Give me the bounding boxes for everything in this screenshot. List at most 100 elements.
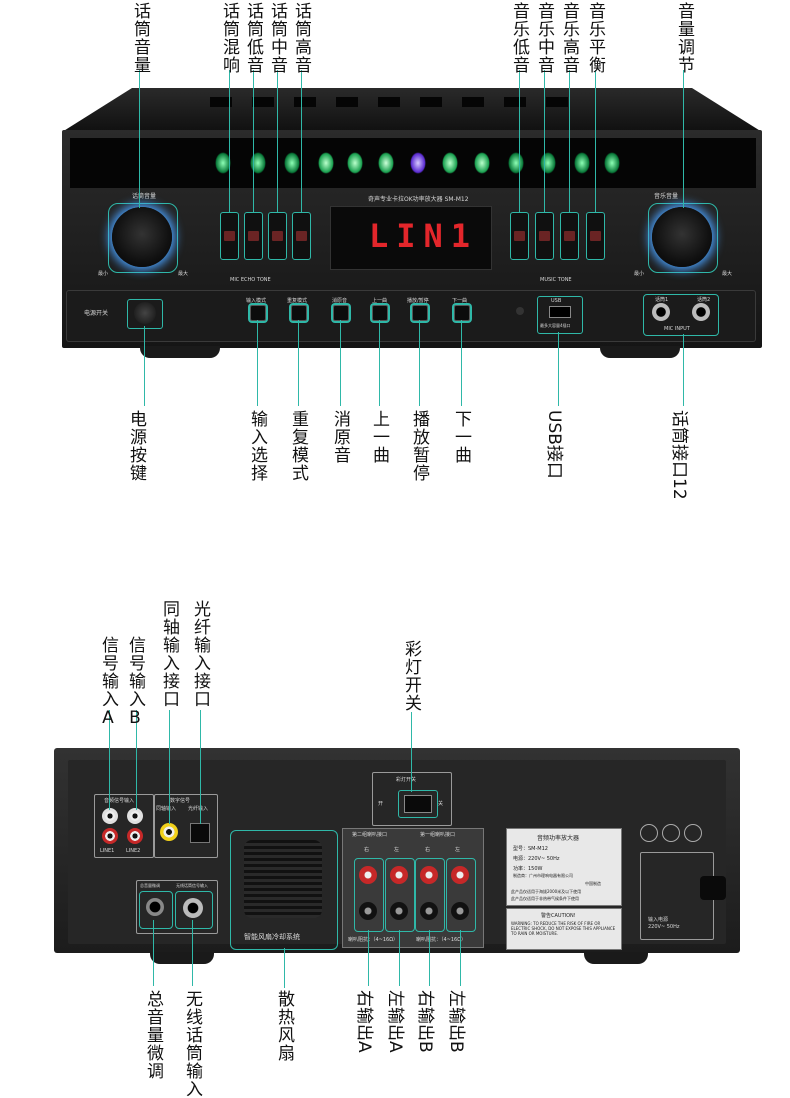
label-left-out-a: 左输出A — [385, 990, 405, 1053]
led-light — [442, 152, 458, 174]
button-caption: 输入模式 — [246, 298, 267, 304]
mic-volume-knob[interactable] — [112, 207, 172, 267]
button-caption: 下一曲 — [452, 298, 468, 304]
front-foot — [140, 346, 220, 358]
leader-line — [144, 326, 145, 406]
label-prev-track: 上一曲 — [369, 410, 389, 464]
leader-line — [595, 70, 596, 212]
leader-line — [200, 710, 201, 824]
fan-caption: 智能风扇冷却系统 — [244, 933, 300, 941]
left-text: 左 — [455, 847, 461, 853]
knob-max-text: 最大 — [178, 271, 189, 277]
leader-line — [139, 70, 140, 208]
mic-input-text: MIC INPUT — [664, 326, 690, 332]
label-mic-treble: 话筒高音 — [291, 2, 311, 74]
repeat-mode-button[interactable] — [291, 305, 307, 321]
leader-line — [340, 320, 341, 406]
line1-text: LINE1 — [100, 848, 115, 854]
nameplate-model: 型号：SM-M12 — [513, 846, 548, 852]
master-volume-trim[interactable] — [146, 898, 164, 916]
knob-min-text: 最小 — [634, 271, 645, 277]
label-usb-port: USB接口 — [544, 410, 564, 479]
wireless-mic-jack[interactable] — [183, 898, 203, 918]
label-left-out-b: 左输出B — [446, 990, 466, 1053]
mic-mid-slider[interactable] — [268, 212, 287, 260]
leader-line — [569, 70, 570, 212]
label-mic-port: 话筒接口12 — [669, 410, 689, 500]
label-light-switch: 彩灯开关 — [401, 640, 421, 712]
leader-line — [419, 320, 420, 406]
usb-mark-text: USB — [551, 298, 562, 304]
leader-line — [558, 332, 559, 406]
rca-b-left-jack[interactable] — [127, 808, 143, 824]
right-b-negative-post[interactable] — [420, 902, 438, 920]
rca-b-right-jack[interactable] — [127, 828, 143, 844]
left-b-negative-post[interactable] — [451, 902, 469, 920]
coaxial-jack[interactable] — [160, 823, 178, 841]
analog-input-group — [94, 794, 154, 858]
leader-line — [544, 70, 545, 212]
music-volume-knob[interactable] — [652, 207, 712, 267]
mic2-text: 话筒2 — [697, 297, 711, 303]
master-highlight — [139, 891, 173, 929]
leader-line — [298, 320, 299, 406]
left-a-positive-post[interactable] — [390, 866, 408, 884]
next-track-button[interactable] — [454, 305, 470, 321]
input-select-button[interactable] — [250, 305, 266, 321]
display-window: LIN1 — [330, 206, 492, 270]
mic-treble-slider[interactable] — [292, 212, 311, 260]
mic-input-highlight — [643, 294, 719, 336]
button-caption: 上一曲 — [372, 298, 388, 304]
vent-slot — [378, 97, 400, 107]
light-switch[interactable] — [404, 795, 432, 813]
right-a-negative-post[interactable] — [359, 902, 377, 920]
play-pause-button[interactable] — [412, 305, 428, 321]
music-bass-slider[interactable] — [510, 212, 529, 260]
label-master-volume: 总音量微调 — [143, 990, 163, 1080]
mic-echo-slider[interactable] — [220, 212, 239, 260]
rca-a-right-jack[interactable] — [102, 828, 118, 844]
mic2-jack[interactable] — [692, 303, 710, 321]
label-mic-volume: 话筒音量 — [130, 2, 150, 74]
terminal-highlight — [385, 858, 415, 932]
left-b-positive-post[interactable] — [451, 866, 469, 884]
power-button[interactable] — [134, 302, 156, 324]
power-cable — [700, 876, 726, 900]
leader-line — [229, 70, 230, 212]
wireless-highlight — [175, 891, 213, 929]
music-treble-slider[interactable] — [560, 212, 579, 260]
caution-text: WARNING: TO REDUCE THE RISK OF FIRE OR E… — [511, 921, 616, 936]
ir-sensor — [516, 307, 524, 315]
label-wireless-mic: 无线话筒输入 — [182, 990, 202, 1098]
control-panel — [66, 290, 756, 342]
right-text: 右 — [364, 847, 370, 853]
line2-text: LINE2 — [126, 848, 141, 854]
label-mic-mid: 话筒中音 — [267, 2, 287, 74]
nameplate-note2: 此产品仅适用于非热带气候条件下使用 — [511, 896, 579, 901]
optical-small-text: 光纤输入 — [188, 806, 209, 812]
left-a-negative-post[interactable] — [390, 902, 408, 920]
vocal-cancel-button[interactable] — [333, 305, 349, 321]
usb-highlight — [537, 296, 583, 334]
caution-title: 警告CAUTION! — [541, 913, 576, 919]
music-balance-slider[interactable] — [586, 212, 605, 260]
led-light — [410, 152, 426, 174]
impedance-text: 喇叭阻抗：（4~16Ω） — [416, 937, 467, 943]
button-caption: 重复模式 — [287, 298, 308, 304]
music-mid-slider[interactable] — [535, 212, 554, 260]
rca-a-left-jack[interactable] — [102, 808, 118, 824]
right-a-positive-post[interactable] — [359, 866, 377, 884]
display-readout: LIN1 — [369, 217, 479, 255]
music-tone-text: MUSIC TONE — [540, 277, 572, 283]
nameplate-title: 音频功率放大器 — [537, 835, 580, 842]
optical-port[interactable] — [190, 823, 210, 843]
nameplate-note1: 此产品仅适用于海拔2000米及以下使用 — [511, 889, 582, 894]
mic-bass-slider[interactable] — [244, 212, 263, 260]
mic1-jack[interactable] — [652, 303, 670, 321]
usb-port[interactable] — [549, 306, 571, 318]
leader-line — [460, 930, 461, 986]
right-b-positive-post[interactable] — [420, 866, 438, 884]
on-text: 开 — [378, 801, 384, 807]
prev-track-button[interactable] — [372, 305, 388, 321]
vent-slot — [504, 97, 526, 107]
